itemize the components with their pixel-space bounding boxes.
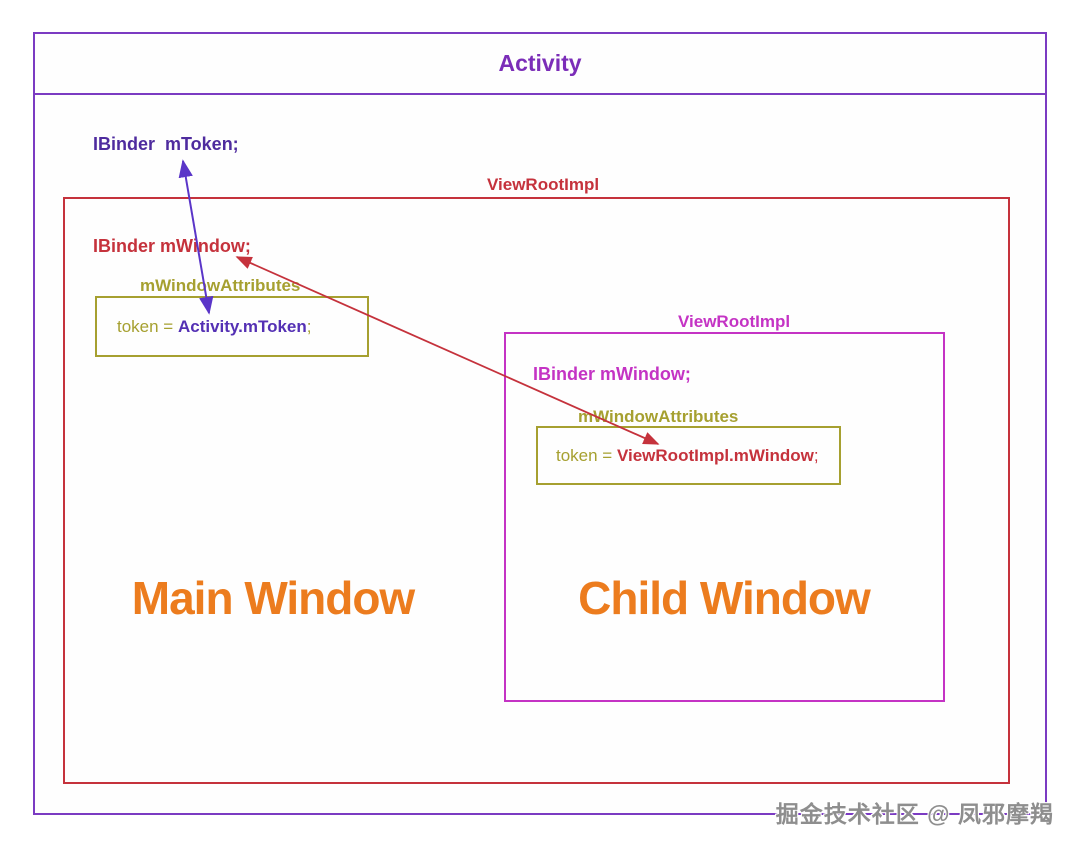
child-viewrootimpl-box [504, 332, 945, 702]
main-viewrootimpl-label: ViewRootImpl [487, 175, 600, 194]
child-window-title: Child Window [578, 572, 871, 624]
child-window-attributes-label: mWindowAttributes [578, 407, 739, 426]
activity-mtoken-field: IBinder mToken; [93, 134, 239, 154]
main-token-box: token = Activity.mToken; [95, 296, 369, 357]
child-token-box: token = ViewRootImpl.mWindow; [536, 426, 841, 485]
main-mwindow-field: IBinder mWindow; [93, 236, 251, 256]
activity-title: Activity [498, 50, 582, 76]
child-token-suffix: ; [813, 445, 819, 465]
main-token-prefix: token = [117, 316, 178, 336]
main-window-title: Main Window [131, 572, 415, 624]
main-token-value: Activity.mToken [177, 316, 307, 336]
main-viewrootimpl-box [63, 197, 1010, 784]
child-token-value: ViewRootImpl.mWindow [616, 445, 814, 465]
child-mwindow-field: IBinder mWindow; [533, 364, 691, 384]
child-viewrootimpl-label: ViewRootImpl [678, 312, 791, 331]
watermark-text: 掘金技术社区 @ 凤邪摩羯 [775, 801, 1054, 827]
activity-header: Activity [33, 32, 1047, 95]
main-window-attributes-label: mWindowAttributes [140, 276, 301, 295]
child-token-prefix: token = [556, 445, 617, 465]
main-token-suffix: ; [306, 316, 312, 336]
